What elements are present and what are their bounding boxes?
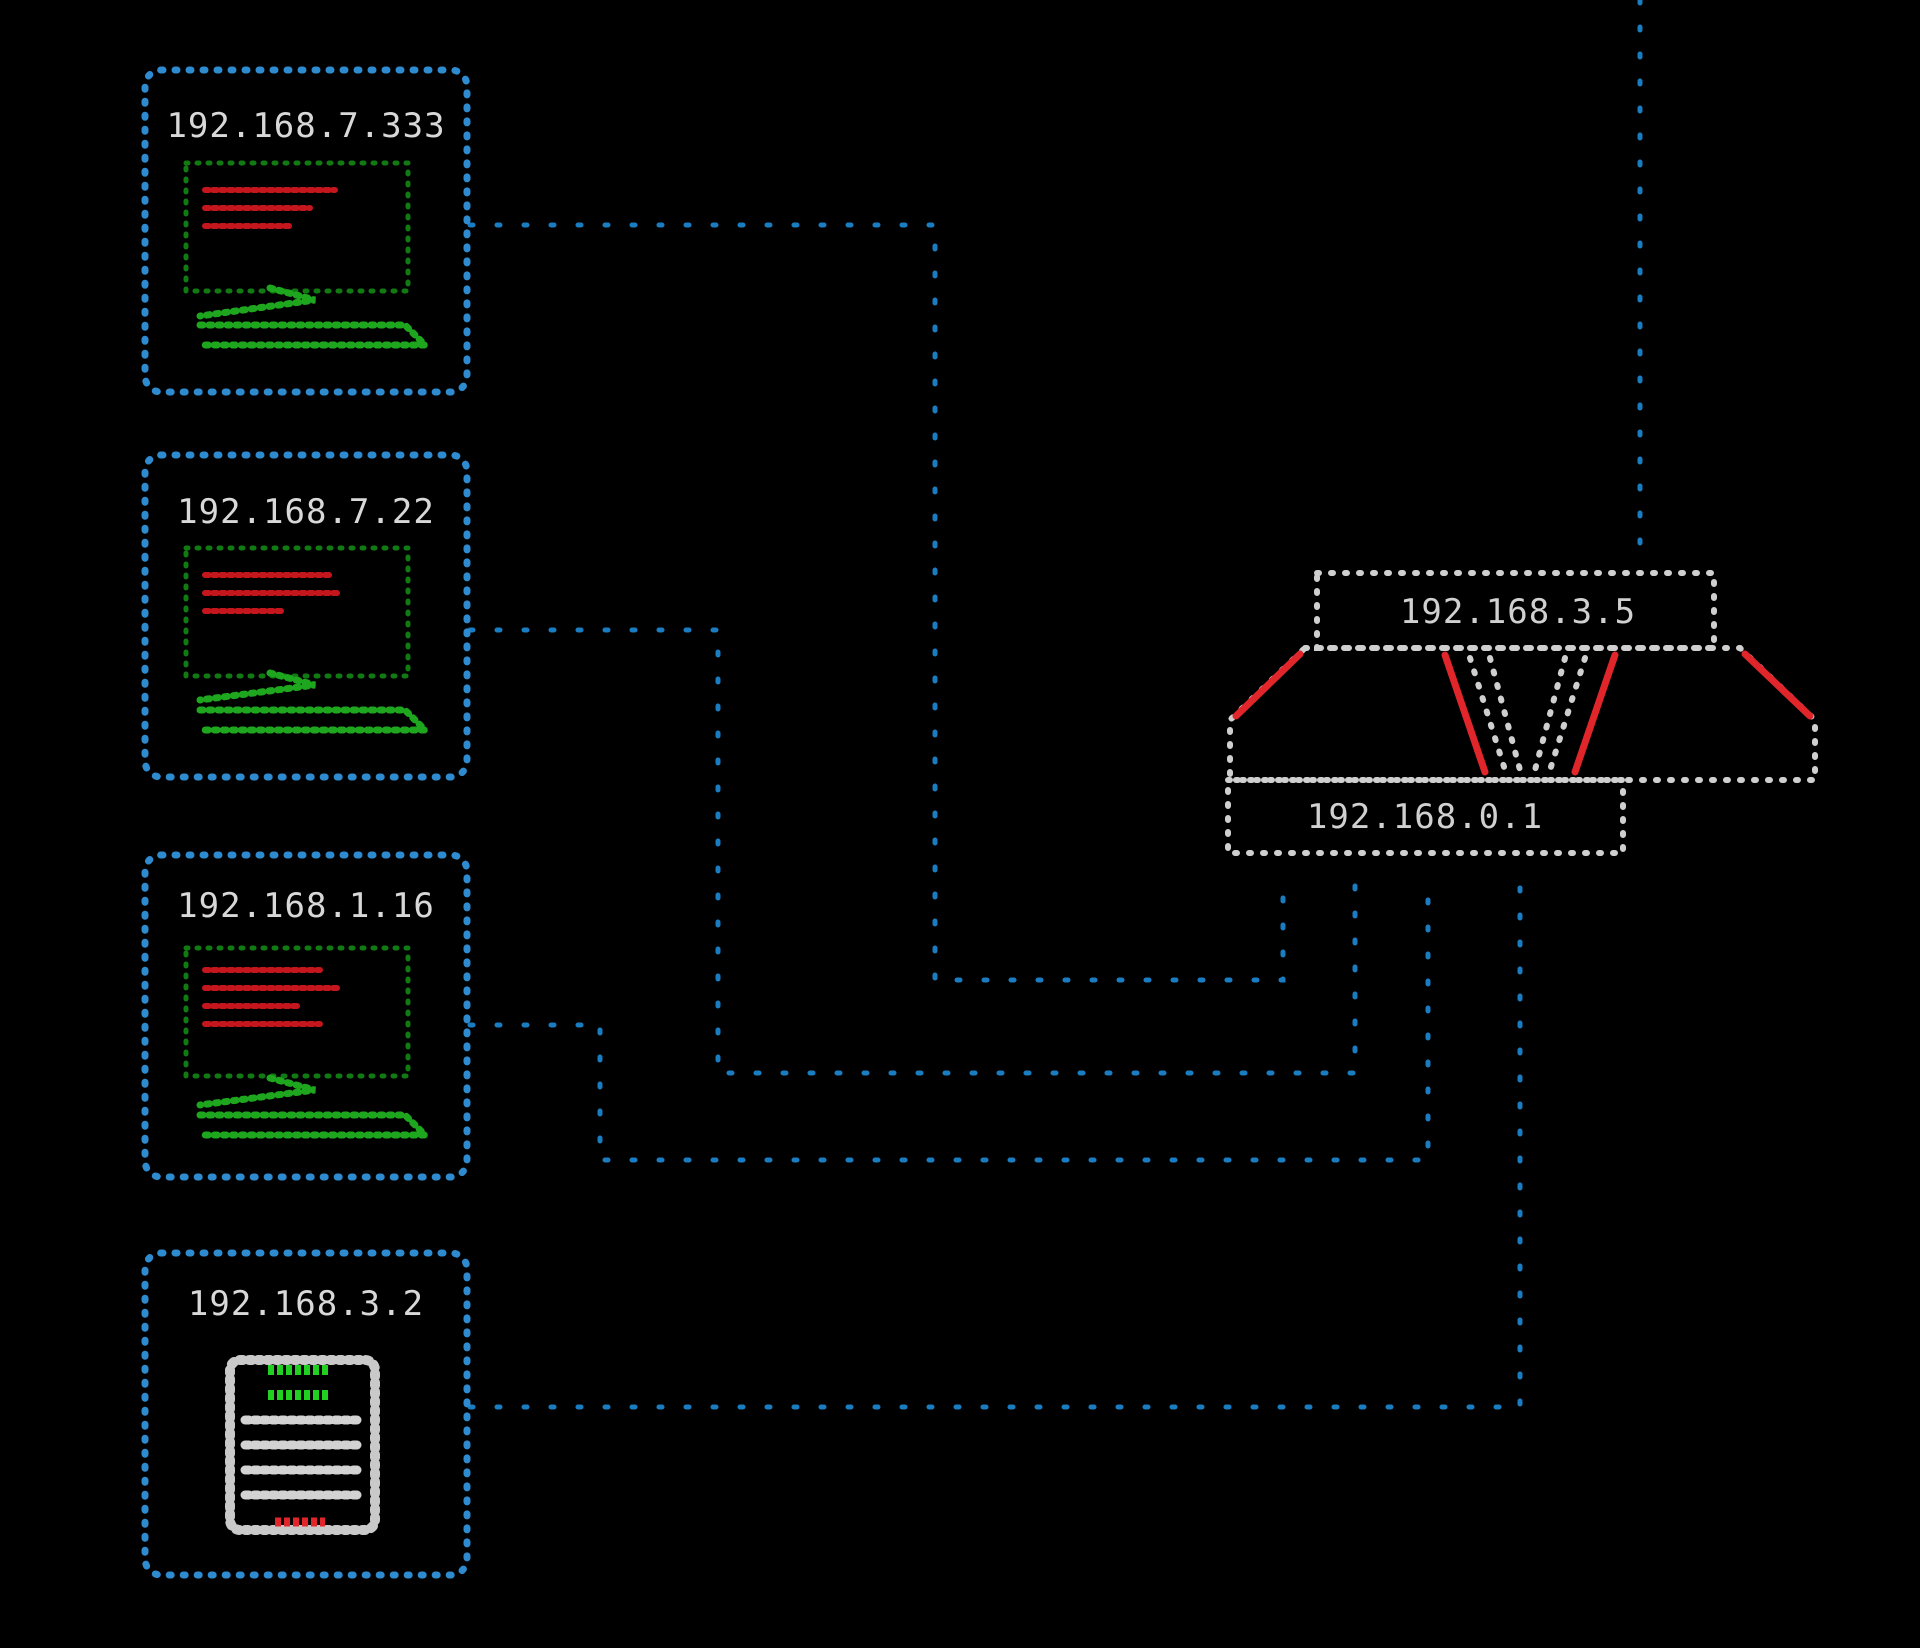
hub-bottom-panel [1225, 777, 1626, 856]
hub-port-left-b [1571, 651, 1619, 776]
tower-case [225, 1355, 380, 1535]
node-1-ip-label: 192.168.7.333 [166, 106, 445, 146]
monitor-screen [183, 945, 411, 1079]
hub-label-top: 192.168.3.5 [1400, 592, 1636, 632]
hub-label-bottom: 192.168.0.1 [1307, 797, 1543, 837]
workstation-icon [183, 160, 434, 349]
hub-port-stripes-right [1532, 655, 1588, 773]
hub-right-edge [1741, 650, 1814, 720]
network-switch-icon[interactable]: 192.168.3.5 192.168.0.1 [1225, 570, 1818, 856]
node-3-ip-label: 192.168.1.16 [177, 886, 435, 926]
node-1[interactable]: 192.168.7.333 [141, 66, 471, 396]
workstation-icon [183, 945, 434, 1139]
node-4-frame [141, 1249, 471, 1579]
hub-body [1227, 645, 1818, 783]
hub-port-stripes-left [1467, 655, 1523, 773]
server-tower-icon [225, 1355, 380, 1535]
links [467, 0, 1643, 1410]
keyboard [196, 669, 434, 734]
node-1-frame [141, 66, 471, 396]
keyboard [196, 284, 434, 349]
monitor-screen [183, 545, 411, 679]
hub-port-left-a [1441, 651, 1489, 776]
keyboard [196, 1074, 434, 1139]
node-3-frame [141, 851, 471, 1181]
node-4-ip-label: 192.168.3.2 [188, 1284, 424, 1324]
link-node-1 [467, 222, 1286, 983]
node-2-frame [141, 451, 471, 781]
link-node-3 [467, 877, 1431, 1163]
node-2[interactable]: 192.168.7.22 [141, 451, 471, 781]
node-2-ip-label: 192.168.7.22 [177, 492, 435, 532]
workstation-icon [183, 545, 434, 734]
node-3[interactable]: 192.168.1.16 [141, 851, 471, 1181]
monitor-screen [183, 160, 411, 294]
link-node-4 [467, 877, 1523, 1410]
node-4[interactable]: 192.168.3.2 [141, 1249, 471, 1579]
hub-left-edge [1232, 650, 1304, 720]
link-node-2 [467, 627, 1358, 1076]
